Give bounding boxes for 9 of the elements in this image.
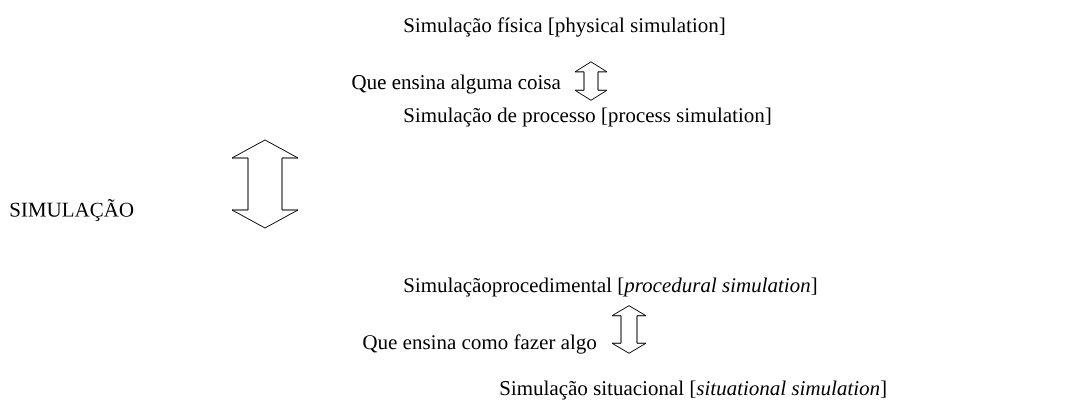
edge-label: Que ensina como fazer algo (363, 334, 597, 354)
text-label: SIMULAÇÃO (10, 199, 134, 221)
double-arrow (611, 305, 647, 354)
double-arrow (574, 61, 608, 101)
text-label: Simulação física [physical simulation] (404, 17, 725, 37)
text-label: Simulação situacional [situational simulation] (500, 380, 886, 400)
text-label: Simulação de processo [process simulation] (404, 107, 771, 127)
edge-label: Que ensina alguma coisa (352, 74, 561, 94)
text-label: Simulaçãoprocedimental [procedural simulation] (404, 277, 817, 297)
